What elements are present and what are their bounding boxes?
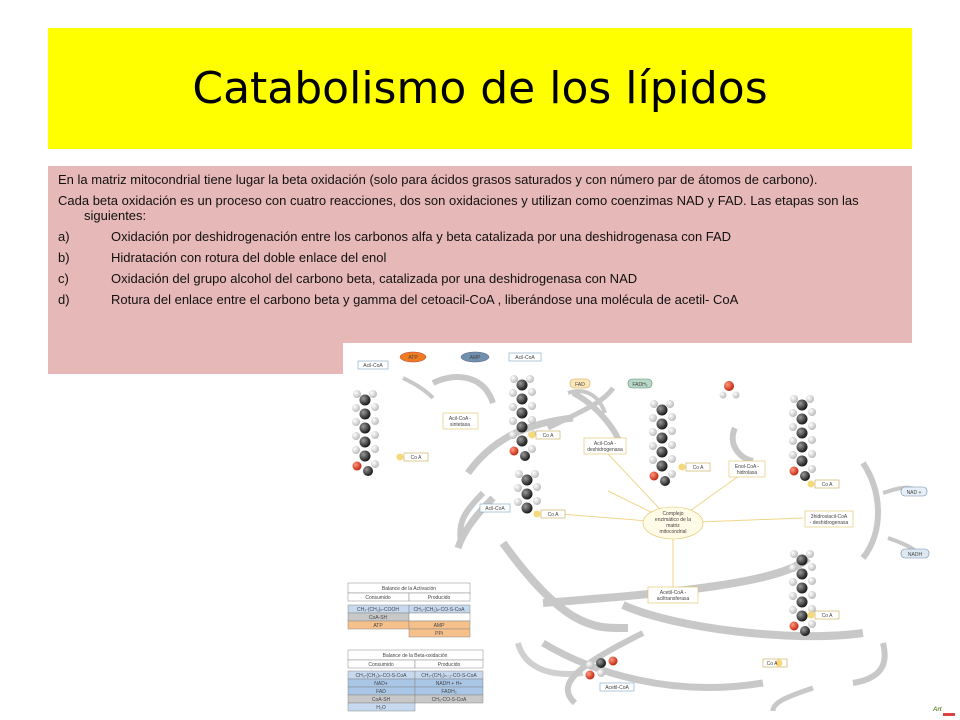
logo-text: Art	[932, 707, 943, 713]
balance-beta-table: Balance de la Beta-oxidación Consumido P…	[347, 649, 484, 712]
coa-label: Co A	[411, 455, 423, 461]
step-item: b) Hidratación con rotura del doble enlac…	[58, 250, 904, 265]
table-header: Producido	[438, 662, 461, 668]
step-item: d) Rotura del enlace entre el carbono bet…	[58, 292, 904, 307]
table-cell: PPi	[435, 631, 443, 637]
step-label: b)	[58, 250, 70, 265]
step-text: Oxidación por deshidrogenación entre los…	[111, 229, 732, 244]
enzyme-label: Acil-CoA -	[449, 416, 472, 422]
step-label: a)	[58, 229, 70, 244]
table-header: Producido	[428, 595, 451, 601]
complex-label: Complejo	[662, 511, 683, 517]
step-text: Hidratación con rotura del doble enlace …	[111, 250, 387, 265]
atp-label: ATP	[408, 355, 418, 361]
complex-label: mitocondrial	[660, 529, 687, 535]
table-cell: AMP	[434, 623, 446, 629]
acil-coa-box: Acil-CoA	[479, 503, 511, 513]
enzyme-label: Acetil-CoA -	[660, 590, 687, 596]
coa-label: Co A	[548, 512, 560, 518]
step-label: c)	[58, 271, 69, 286]
table-cell: CH₃-(CH₂)ₙ-CO-S-CoA	[356, 673, 408, 679]
enzyme-label: sintetasa	[450, 422, 470, 428]
acil-coa-box: Acil-CoA	[357, 360, 389, 370]
table-cell: FADH₂	[441, 689, 456, 695]
coa-label: Co A	[543, 433, 555, 439]
enzyme-label: hidrolasa	[737, 470, 758, 476]
nadh-pill: NADH	[900, 548, 930, 559]
coa-tag: Co A	[396, 452, 429, 462]
acetil-coa-box: Acetil-CoA	[599, 682, 635, 692]
table-title: Balance de la Beta-oxidación	[383, 653, 448, 659]
table-cell: CoA-SH	[372, 697, 391, 703]
fadh2-label: FADH₂	[632, 382, 647, 388]
nad-pill: NAD +	[900, 486, 928, 497]
step-item: a) Oxidación por deshidrogenación entre l…	[58, 229, 904, 244]
coa-label: Co A	[822, 613, 834, 619]
table-cell: ATP	[373, 623, 383, 629]
coa-tag: Co A	[533, 509, 566, 519]
step-label: d)	[58, 292, 70, 307]
enzyme-hidroxiacil: 3hidroxiacil-CoA - deshidrogenasa	[804, 510, 854, 528]
coa-tag: Co A	[528, 430, 561, 440]
step-item: c) Oxidación del grupo alcohol del carbon…	[58, 271, 904, 286]
coa-label: Co A	[822, 482, 834, 488]
step-text: Oxidación del grupo alcohol del carbono …	[111, 271, 638, 286]
coa-tag: Co A	[807, 479, 840, 489]
beta-oxidation-diagram: ATP AMP FAD FADH₂ NAD + NADH Acil-CoA Ac…	[343, 343, 960, 720]
step-text: Rotura del enlace entre el carbono beta …	[111, 292, 739, 307]
table-cell: CH₃-(CH₂)ₙ-COOH	[357, 607, 399, 613]
title-banner: Catabolismo de los lípidos	[48, 28, 912, 149]
coa-label: Co A	[767, 661, 779, 667]
coa-tag: Co A	[762, 658, 788, 668]
content-text: En la matriz mitocondrial tiene lugar la…	[58, 172, 904, 313]
enzyme-hidrolasa: Enol-CoA - hidrolasa	[728, 460, 766, 478]
table-cell: CH₃-CO-S-CoA	[432, 697, 467, 703]
enzyme-label: aciltransferasa	[657, 596, 690, 602]
paragraph-intro: En la matriz mitocondrial tiene lugar la…	[58, 172, 818, 187]
enzyme-label: 3hidroxiacil-CoA	[811, 514, 848, 520]
table-cell: FAD	[376, 689, 386, 695]
fadh2-pill: FADH₂	[627, 378, 653, 389]
acetil-coa-label: Acetil-CoA	[605, 685, 629, 691]
slide-title: Catabolismo de los lípidos	[192, 63, 768, 114]
enzyme-complex: Complejo enzimático de la matriz mitocon…	[642, 506, 704, 540]
enzyme-label: Acil-CoA -	[594, 441, 617, 447]
table-header: Consumido	[365, 595, 391, 601]
enzyme-aciltransferasa: Acetil-CoA - aciltransferasa	[647, 586, 699, 604]
nadh-label: NADH	[908, 552, 923, 558]
enzyme-sintetasa: Acil-CoA - sintetasa	[442, 412, 479, 430]
coa-tag: Co A	[807, 610, 840, 620]
table-cell: NAD+	[374, 681, 388, 687]
balance-activation-table: Balance de la Activación Consumido Produ…	[347, 582, 471, 638]
table-cell: H₂O	[376, 705, 386, 711]
enzyme-label: - deshidrogenasa	[810, 520, 849, 526]
content-box: En la matriz mitocondrial tiene lugar la…	[48, 166, 912, 374]
table-cell: CoA-SH	[369, 615, 388, 621]
complex-label: matriz	[666, 523, 680, 529]
complex-label: enzimático de la	[655, 517, 691, 523]
enzyme-label: Enol-CoA -	[735, 464, 760, 470]
logo: Art	[932, 707, 955, 716]
nad-label: NAD +	[907, 490, 922, 496]
acil-coa-label: Acil-CoA	[363, 363, 383, 369]
amp-pill: AMP	[460, 351, 490, 363]
acil-coa-label: Acil-CoA	[485, 506, 505, 512]
acil-coa-label: Acil-CoA	[515, 355, 535, 361]
acil-coa-box: Acil-CoA	[508, 352, 542, 362]
table-cell: NADH + H+	[436, 681, 462, 687]
table-header: Consumido	[368, 662, 394, 668]
fad-label: FAD	[575, 382, 585, 388]
table-cell: CH₃-(CH₂)ₙ-CO-S-CoA	[414, 607, 466, 613]
amp-label: AMP	[470, 355, 482, 361]
table-cell: CH₃-(CH₂)ₙ₋₂-CO-S-CoA	[421, 673, 477, 679]
atp-pill: ATP	[399, 351, 427, 363]
fad-pill: FAD	[569, 378, 591, 389]
coa-label: Co A	[693, 465, 705, 471]
enzyme-label: deshidrogenasa	[587, 447, 623, 453]
coa-tag: Co A	[678, 462, 711, 472]
table-title: Balance de la Activación	[382, 586, 436, 592]
enzyme-deshidrogenasa: Acil-CoA - deshidrogenasa	[583, 437, 627, 455]
paragraph-steps-intro: Cada beta oxidación es un proceso con cu…	[58, 193, 859, 223]
